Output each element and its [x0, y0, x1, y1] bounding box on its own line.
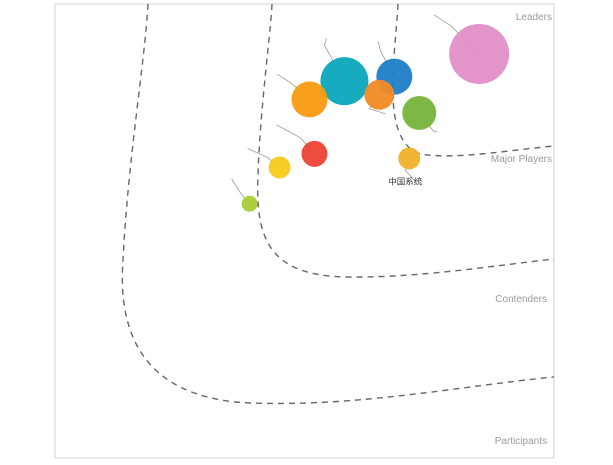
zone-label-participants: Participants [495, 436, 547, 447]
bubble-point[interactable] [301, 140, 328, 167]
zone-boundary-3 [121, 3, 555, 405]
bubbles [241, 23, 510, 212]
zone-boundary-2 [256, 3, 555, 278]
zone-boundary-1 [392, 3, 555, 157]
zone-label-contenders: Contenders [495, 294, 547, 305]
bubble-point[interactable] [291, 81, 328, 118]
bubble-point[interactable] [364, 79, 395, 110]
zone-label-leaders: Leaders [516, 12, 552, 23]
bubble-point[interactable] [241, 195, 258, 212]
bubble-labels: 中国系统 [388, 176, 423, 187]
bubble-label: 中国系统 [388, 176, 423, 187]
bubble-point[interactable] [398, 147, 421, 170]
zone-boundaries [121, 3, 555, 405]
bubble-point[interactable] [402, 95, 437, 130]
zone-label-major-players: Major Players [491, 154, 552, 165]
bubble-point[interactable] [320, 57, 369, 106]
bubble-point[interactable] [268, 156, 291, 179]
bubble-point[interactable] [449, 23, 510, 84]
